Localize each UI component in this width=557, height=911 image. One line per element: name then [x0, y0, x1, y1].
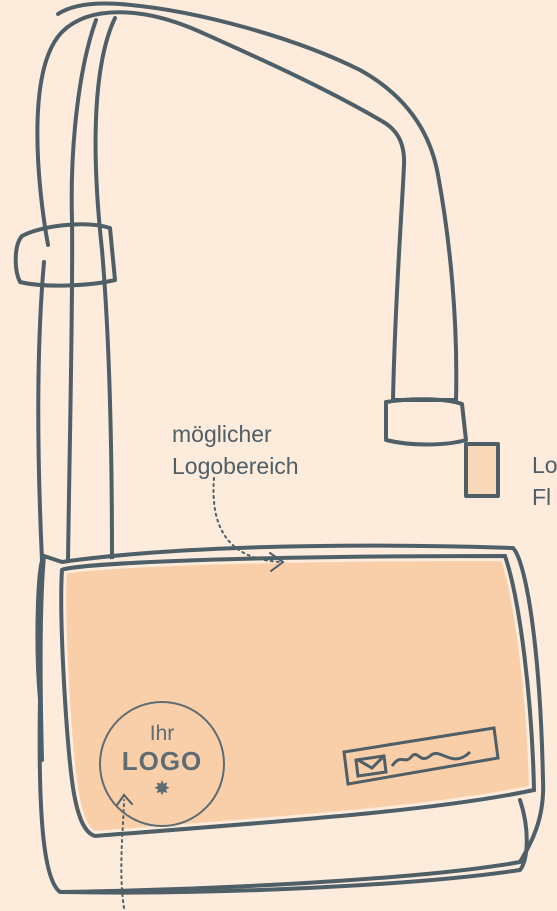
side-label-line1: Lo	[532, 449, 557, 481]
side-label-line2: Fl	[532, 481, 557, 513]
logo-area-line2: Logobereich	[172, 450, 299, 482]
star-badge-icon: ✸	[101, 778, 223, 800]
strap-right-edge	[96, 18, 115, 560]
side-label: Lo Fl	[532, 449, 557, 513]
strap-left-edge	[38, 262, 44, 560]
side-tab	[466, 444, 498, 496]
strap-keeper-bottom	[386, 399, 466, 444]
badge-line1: Ihr	[101, 723, 223, 745]
logo-area-line1: möglicher	[172, 418, 299, 450]
bag-back-panel	[41, 556, 44, 760]
strap-inner-line	[68, 20, 96, 560]
badge-line2: LOGO	[101, 747, 223, 775]
logo-badge: Ihr LOGO ✸	[99, 701, 225, 827]
logo-area-label: möglicher Logobereich	[172, 418, 299, 482]
